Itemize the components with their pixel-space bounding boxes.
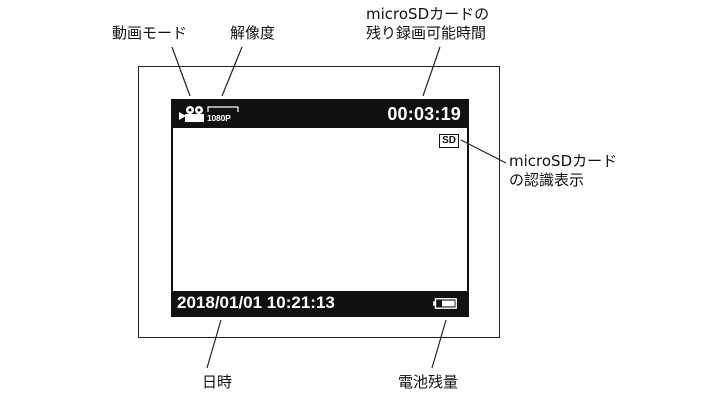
camera-screen: 1080P 00:03:19 SD 2018/01/01 10:21:13 (171, 99, 469, 317)
label-sd-remaining-time: microSDカードの 残り録画可能時間 (366, 5, 489, 43)
label-recording-mode: 動画モード (112, 24, 188, 42)
label-sd-recognition: microSDカード の認識表示 (509, 152, 617, 190)
battery-icon (433, 298, 457, 309)
video-camera-icon (179, 106, 204, 122)
sd-card-indicator: SD (439, 134, 459, 148)
label-resolution: 解像度 (230, 24, 276, 42)
label-sd-recognition-line1: microSDカード (509, 152, 618, 170)
resolution-text: 1080P (207, 113, 231, 123)
remaining-time: 00:03:19 (387, 104, 461, 124)
label-date-time: 日時 (202, 373, 233, 391)
label-sd-remaining-line1: microSDカードの (366, 5, 490, 23)
label-sd-remaining-line2: 残り録画可能時間 (366, 24, 487, 42)
label-sd-recognition-line2: の認識表示 (509, 171, 585, 189)
label-battery: 電池残量 (398, 373, 459, 391)
resolution-indicator: 1080P (207, 106, 239, 123)
resolution-frame-icon (207, 106, 239, 112)
screen-bottom-bar: 2018/01/01 10:21:13 (173, 291, 467, 315)
date-time: 2018/01/01 10:21:13 (177, 293, 335, 312)
screen-top-bar: 1080P 00:03:19 (173, 101, 467, 128)
